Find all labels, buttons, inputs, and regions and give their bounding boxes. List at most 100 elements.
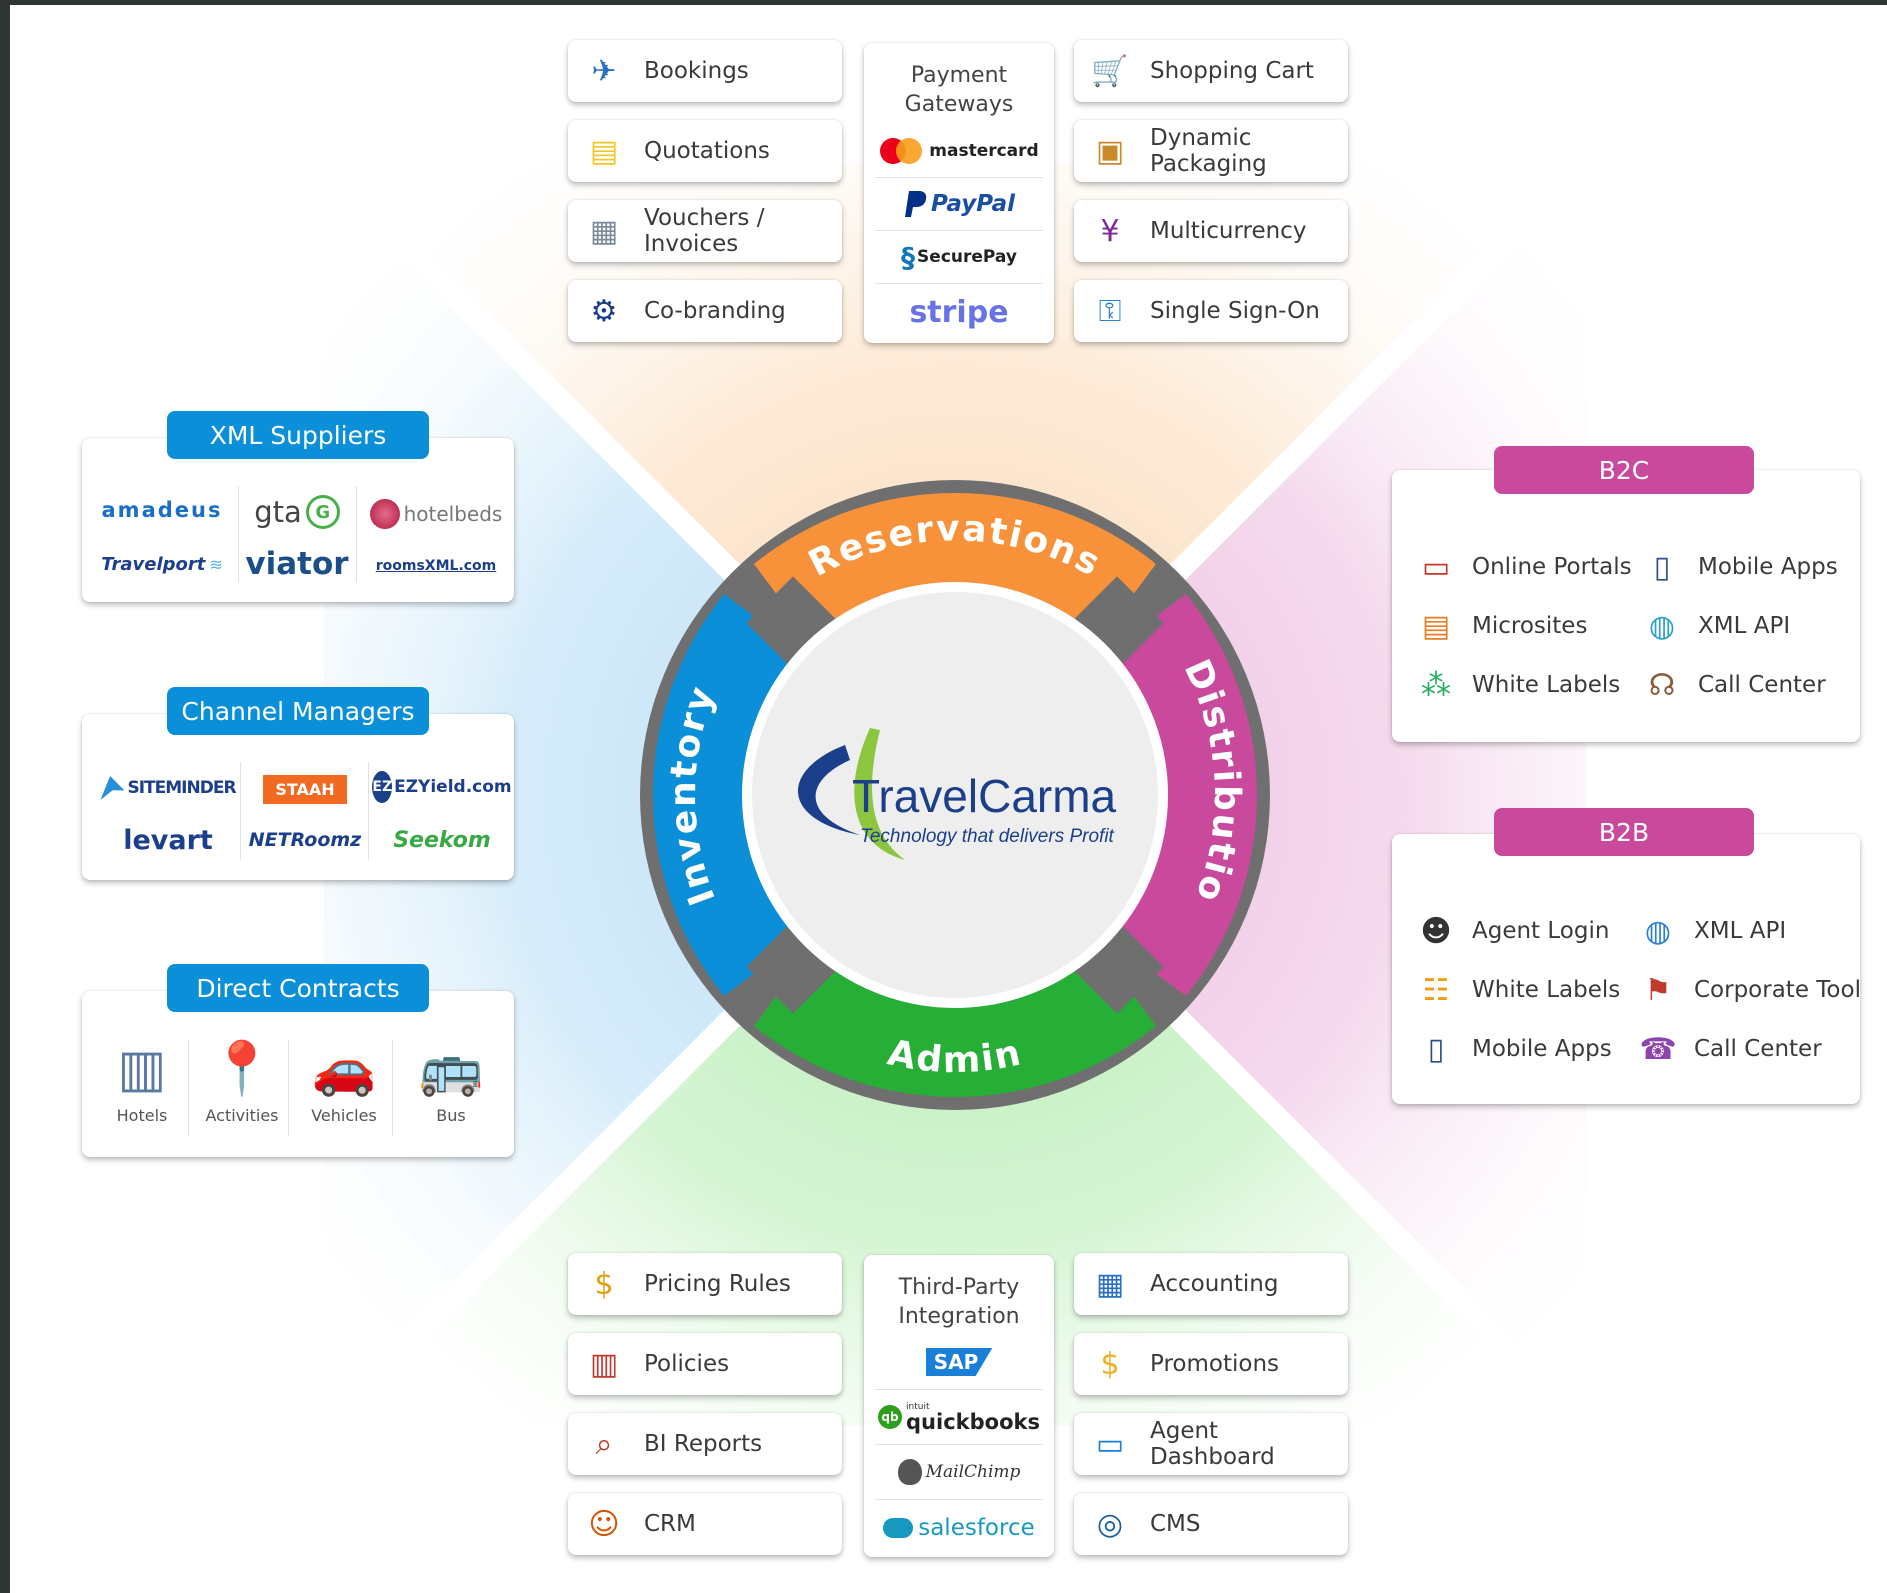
feature-card-vouchers-invoices[interactable]: ▦Vouchers / Invoices (568, 200, 842, 262)
hierarchy-icon: ☷ (1422, 972, 1450, 1008)
direct-contract-label: Bus (436, 1106, 466, 1125)
gta-logo: gta G (242, 490, 352, 534)
feature-label: Single Sign-On (1150, 298, 1320, 324)
coin-gear-icon: $ (594, 1266, 614, 1302)
b2b-card (1392, 834, 1860, 1104)
payment-gateways-title: Payment Gateways (904, 63, 1014, 117)
securepay-logo: § SecurePay (875, 231, 1043, 284)
feature-card-shopping-cart[interactable]: 🛒 Shopping Cart (1074, 40, 1348, 102)
xml-suppliers-card (82, 438, 514, 602)
feature-card-multicurrency[interactable]: ¥ Multicurrency (1074, 200, 1348, 262)
monitor-icon: ▭ (1421, 549, 1451, 585)
operator-icon: ☎ (1639, 1031, 1677, 1067)
feature-card-pricing-rules[interactable]: $ Pricing Rules (568, 1253, 842, 1315)
feature-label: Pricing Rules (644, 1271, 791, 1297)
window-left-border (0, 0, 10, 1593)
feature-label: Policies (644, 1351, 730, 1377)
item-xml-api[interactable]: ◍XML API (1642, 606, 1790, 646)
ticket-icon: ✈ (591, 53, 617, 89)
item-xml-api[interactable]: ◍XML API (1638, 911, 1786, 951)
direct-contract-label: Vehicles (311, 1106, 377, 1125)
invoice-icon: ▦ (589, 213, 619, 249)
item-label: Online Portals (1472, 554, 1632, 580)
item-label: Call Center (1698, 672, 1826, 698)
item-label: XML API (1698, 613, 1791, 639)
phone-icon: ▯ (1427, 1031, 1445, 1067)
travelport-logo: Travelport ≋ (101, 553, 223, 575)
feature-card-agent-dashboard[interactable]: ▭ Agent Dashboard (1074, 1413, 1348, 1475)
netroomz-logo: NETRoomz (248, 829, 362, 851)
divider (368, 762, 369, 860)
feature-label: CRM (644, 1511, 696, 1537)
item-mobile-apps[interactable]: ▯Mobile Apps (1416, 1029, 1612, 1069)
feature-card-promotions[interactable]: $Promotions (1074, 1333, 1348, 1395)
people-icon: ☺ (588, 1506, 620, 1542)
item-call-center[interactable]: ☎ Call Center (1638, 1029, 1822, 1069)
item-corporate-tool[interactable]: ⚑Corporate Tool (1638, 970, 1861, 1010)
item-label: Agent Login (1472, 918, 1610, 944)
cart-icon: 🛒 (1091, 53, 1129, 89)
sap-logo: SAP (875, 1335, 1043, 1390)
feature-card-cms[interactable]: ◎CMS (1074, 1493, 1348, 1555)
divider (288, 1040, 289, 1136)
policy-icon: ▥ (589, 1346, 619, 1382)
feature-label: Quotations (644, 138, 770, 164)
item-white-labels[interactable]: ⁂White Labels (1416, 665, 1620, 705)
direct-contract-activities: 📍Activities (192, 1038, 292, 1125)
feature-card-crm[interactable]: ☺ CRM (568, 1493, 842, 1555)
feature-label: Co-branding (644, 298, 786, 324)
headset-icon: ☊ (1648, 667, 1676, 703)
feature-card-dynamic-packaging[interactable]: ▣Dynamic Packaging (1074, 120, 1348, 182)
divider (392, 1040, 393, 1136)
building-icon: ▥ (117, 1039, 167, 1099)
document-icon: ▤ (589, 133, 619, 169)
third-party-integration-card: Third-Party Integration SAP qb intuit qu… (864, 1255, 1054, 1557)
magnifier-chart-icon: ⌕ (595, 1426, 613, 1462)
feature-card-policies[interactable]: ▥ Policies (568, 1333, 842, 1395)
feature-label: Agent Dashboard (1150, 1418, 1275, 1470)
feature-label: Multicurrency (1150, 218, 1307, 244)
ezyield-logo: EZ EZYield.com (372, 766, 512, 808)
feature-label: Promotions (1150, 1351, 1280, 1377)
payment-gateways-card: Payment Gateways mastercard PayPal § Sec… (864, 43, 1054, 343)
dashboard-icon: ▭ (1095, 1426, 1125, 1462)
feature-card-bookings[interactable]: ✈ Bookings (568, 40, 842, 102)
item-call-center[interactable]: ☊ Call Center (1642, 665, 1826, 705)
item-agent-login[interactable]: ☻ Agent Login (1416, 911, 1609, 951)
b2b-title: B2B (1494, 808, 1754, 856)
mastercard-logo: mastercard (875, 125, 1043, 178)
salesforce-logo: salesforce (875, 1500, 1042, 1556)
item-mobile-apps[interactable]: ▯Mobile Apps (1642, 547, 1838, 587)
item-microsites[interactable]: ▤Microsites (1416, 606, 1588, 646)
item-white-labels[interactable]: ☷White Labels (1416, 970, 1621, 1010)
direct-contract-label: Hotels (116, 1106, 168, 1125)
feature-card-single-sign-on[interactable]: ⚿Single Sign-On (1074, 280, 1348, 342)
feature-label: Bookings (644, 58, 749, 84)
feature-card-co-branding[interactable]: ⚙Co-branding (568, 280, 842, 342)
feature-label: BI Reports (644, 1431, 763, 1457)
feature-label: Shopping Cart (1150, 58, 1314, 84)
feature-card-quotations[interactable]: ▤ Quotations (568, 120, 842, 182)
window-top-border (0, 0, 1887, 5)
staah-logo: STAAH (250, 770, 360, 808)
integration-title: Third-Party Integration (898, 1275, 1020, 1329)
divider (356, 486, 357, 582)
network-icon: ⁂ (1421, 667, 1451, 703)
item-online-portals[interactable]: ▭ Online Portals (1416, 547, 1632, 587)
divider (188, 1040, 189, 1136)
levart-logo: levart (123, 824, 213, 856)
item-label: Mobile Apps (1698, 554, 1838, 580)
feature-card-bi-reports[interactable]: ⌕ BI Reports (568, 1413, 842, 1475)
feature-card-accounting[interactable]: ▦Accounting (1074, 1253, 1348, 1315)
mailchimp-logo: MailChimp (875, 1445, 1043, 1500)
item-label: Call Center (1694, 1036, 1822, 1062)
hotelbeds-logo: hotelbeds (362, 494, 510, 534)
travelcarma-logo: TravelCarma Technology that delivers Pro… (797, 728, 1117, 860)
viator-logo: viator (245, 546, 349, 582)
direct-contract-bus: 🚌Bus (396, 1038, 506, 1125)
currency-icon: ¥ (1100, 213, 1120, 249)
agent-icon: ☻ (1420, 913, 1452, 949)
package-icon: ▣ (1095, 133, 1125, 169)
car-icon: 🚗 (311, 1039, 377, 1099)
seekom-logo: Seekom (393, 827, 491, 853)
